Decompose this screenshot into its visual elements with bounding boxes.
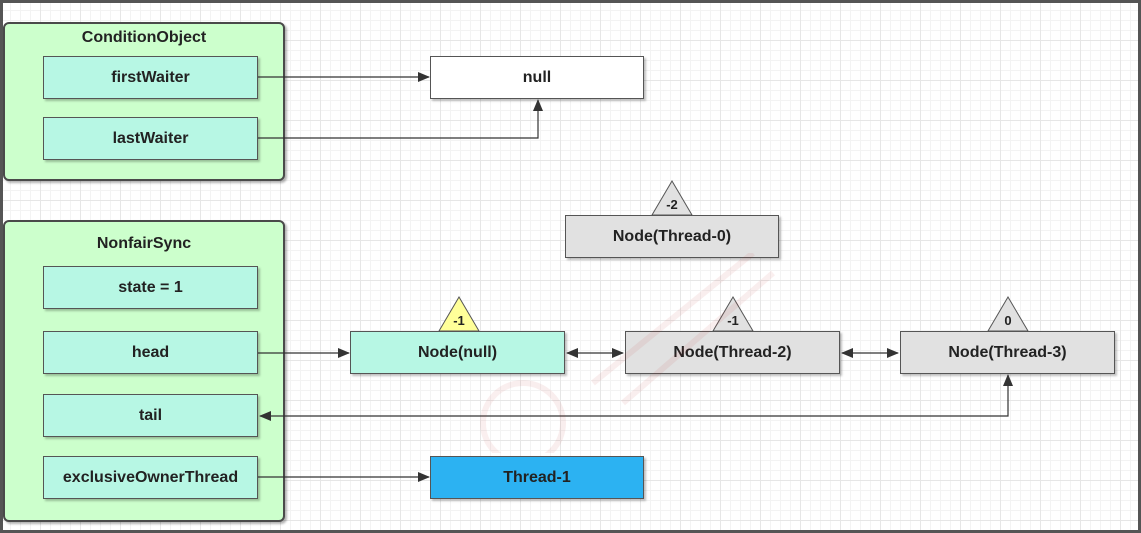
last-waiter-field[interactable]: lastWaiter — [43, 117, 258, 160]
nonfair-sync-title: NonfairSync — [96, 235, 192, 252]
status-label-node-null: -1 — [453, 313, 465, 328]
status-label-thread-0: -2 — [666, 197, 678, 212]
state-field[interactable]: state = 1 — [43, 266, 258, 309]
tail-field[interactable]: tail — [43, 394, 258, 437]
status-label-thread-2: -1 — [727, 313, 739, 328]
first-waiter-field[interactable]: firstWaiter — [43, 56, 258, 99]
connectors-layer — [258, 72, 1029, 482]
status-triangle-node-null — [438, 296, 480, 332]
status-label-thread-3: 0 — [1004, 313, 1012, 328]
node-thread-0[interactable]: Node(Thread-0) — [565, 215, 779, 258]
node-thread-2[interactable]: Node(Thread-2) — [625, 331, 840, 374]
node-thread-3[interactable]: Node(Thread-3) — [900, 331, 1115, 374]
owner-thread-box[interactable]: Thread-1 — [430, 456, 644, 499]
condition-object-title: ConditionObject — [81, 29, 207, 46]
null-box[interactable]: null — [430, 56, 644, 99]
status-triangle-thread-0 — [651, 180, 693, 216]
last-waiter-arrow — [258, 99, 543, 139]
head-field[interactable]: head — [43, 331, 258, 374]
exclusive-owner-thread-field[interactable]: exclusiveOwnerThread — [43, 456, 258, 499]
tail-arrow — [259, 374, 1013, 421]
status-triangle-thread-3 — [987, 296, 1029, 332]
status-triangle-thread-2 — [712, 296, 754, 332]
